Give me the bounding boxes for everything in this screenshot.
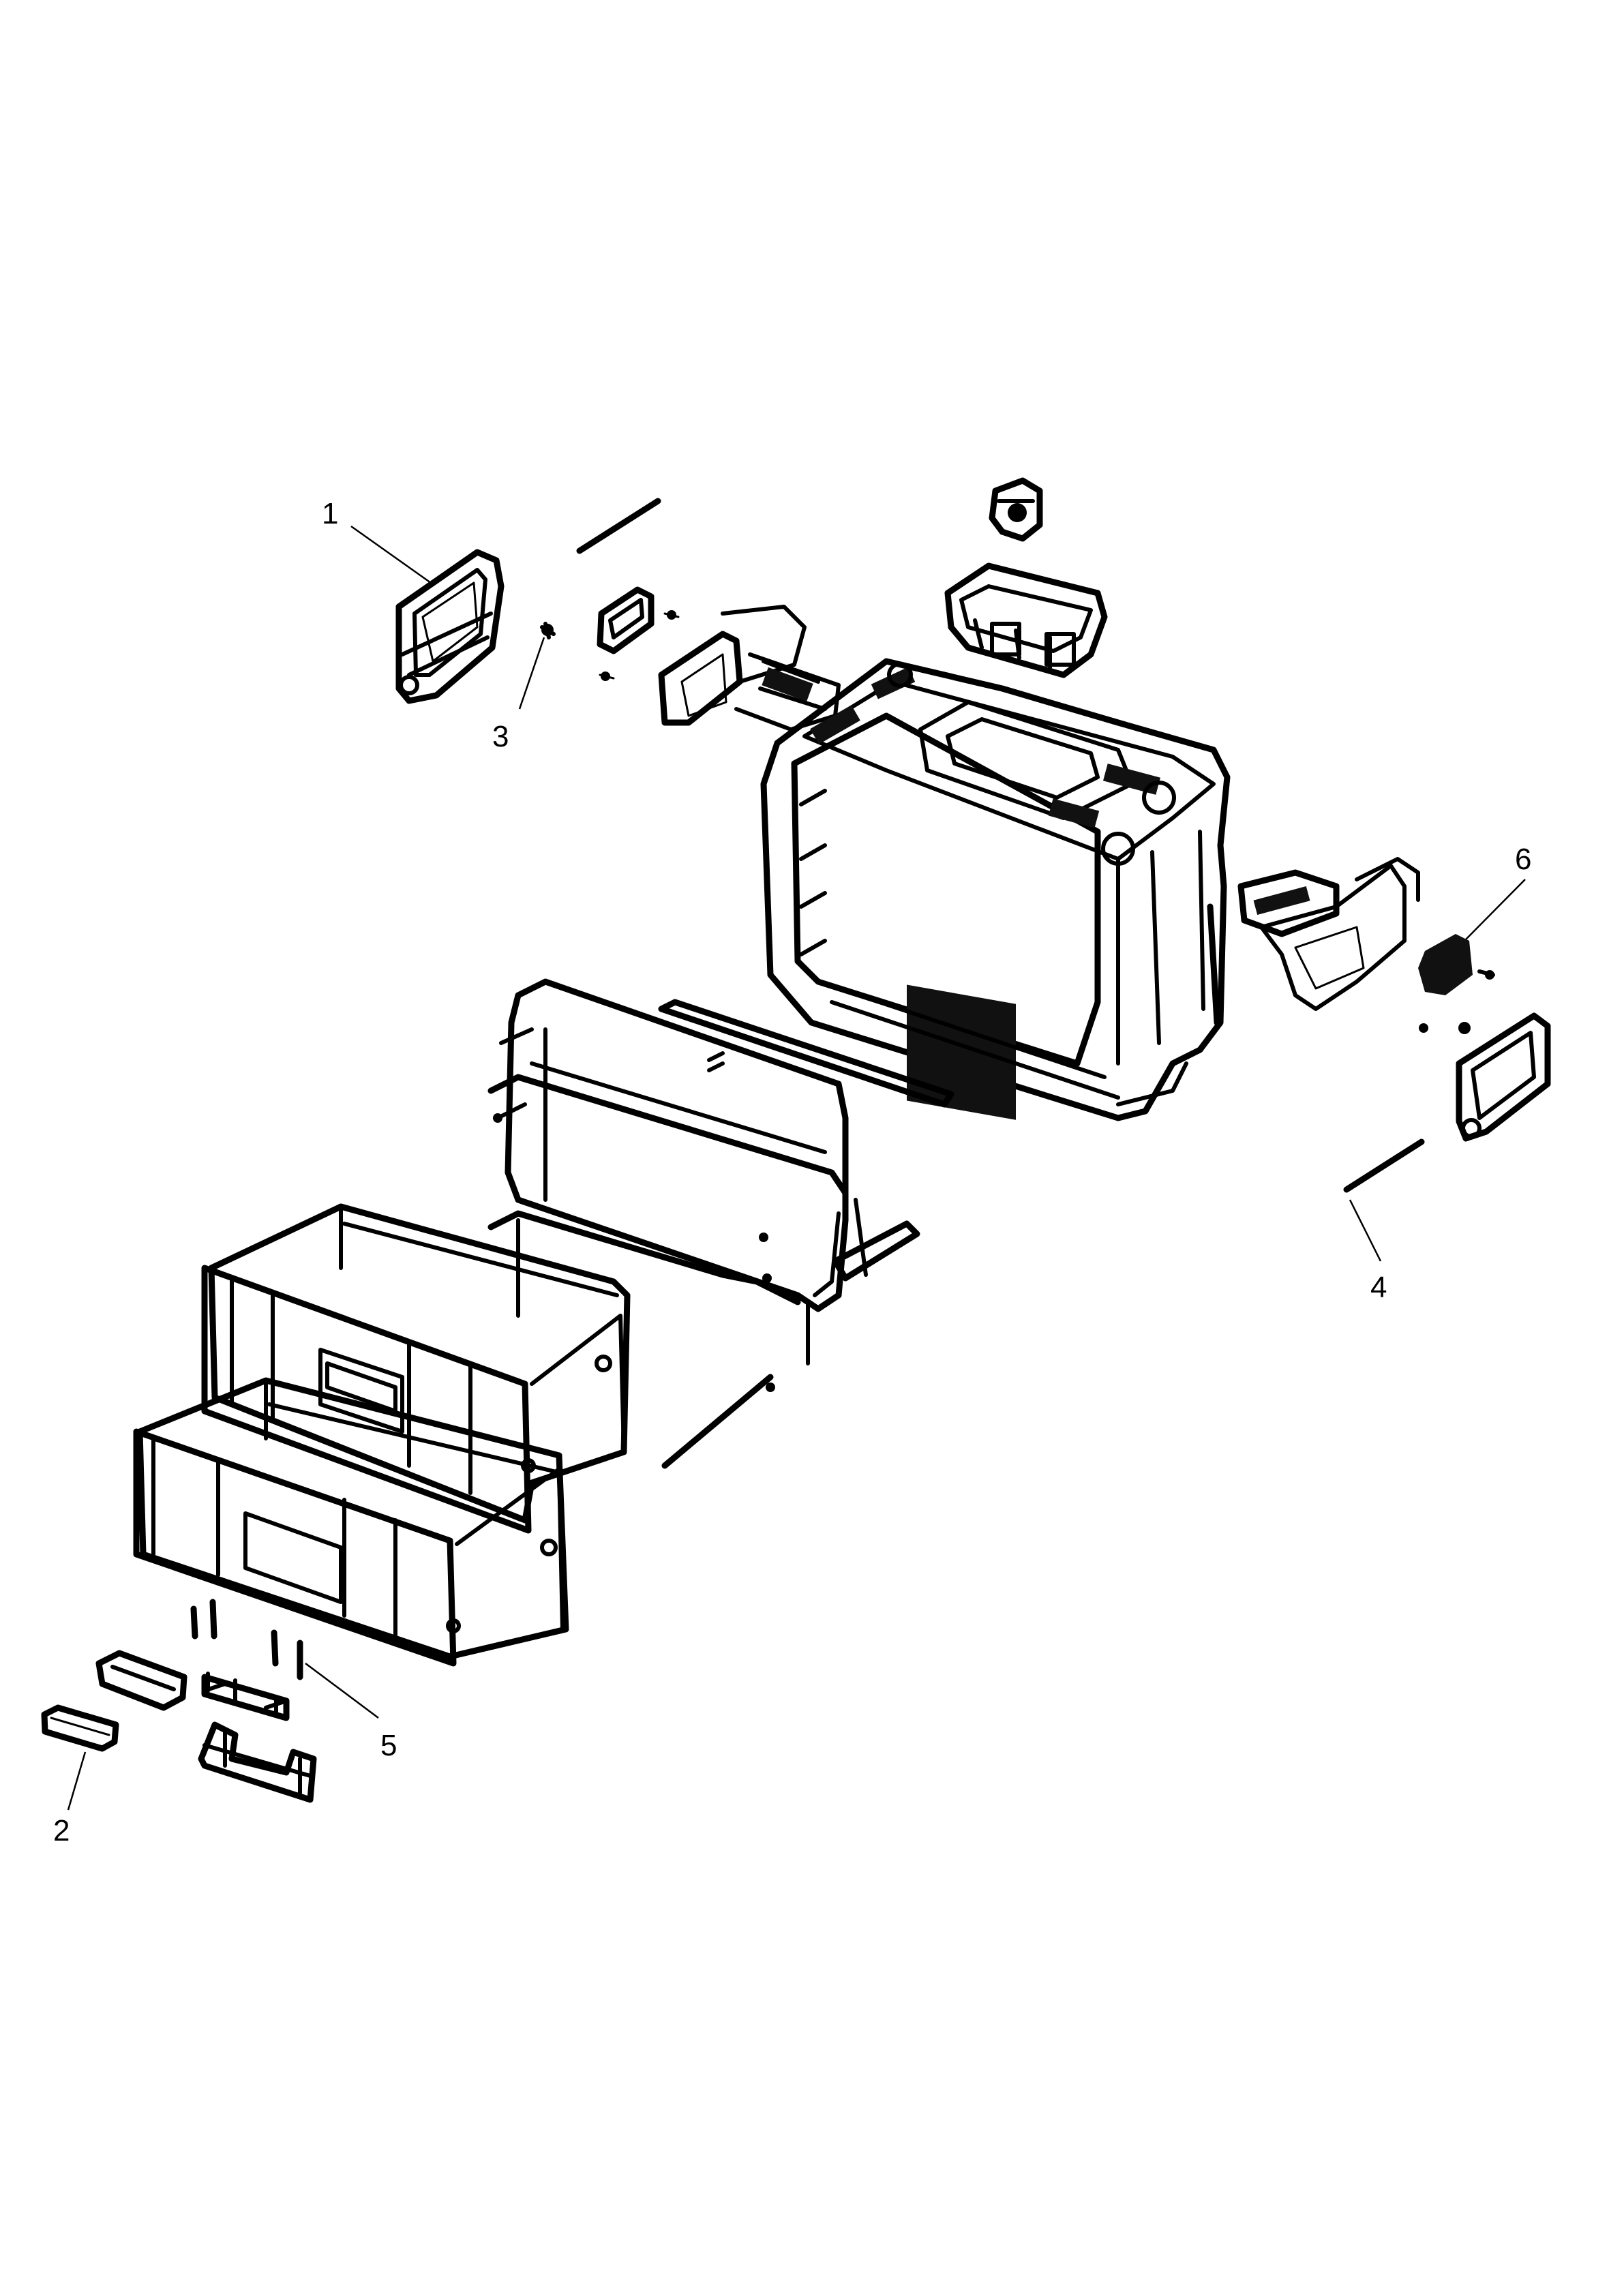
part-1-side-handle-left	[395, 549, 505, 704]
leader-5	[305, 1662, 379, 1719]
leader-2	[67, 1751, 87, 1811]
part-2-label-insert	[41, 1704, 119, 1752]
latch-assembly-right	[1237, 857, 1420, 1011]
hinge-bracket-upper	[201, 1672, 290, 1721]
part-6-cap	[1418, 934, 1495, 1034]
latch-assembly-left	[658, 605, 841, 731]
drawer-frame	[487, 978, 868, 1392]
hinge-bracket-lower	[198, 1721, 317, 1803]
leader-3	[518, 637, 545, 710]
callout-5: 5	[380, 1729, 397, 1762]
top-handle-bracket	[944, 562, 1108, 678]
callout-leaders	[67, 525, 1526, 1811]
callout-1: 1	[322, 497, 338, 530]
part-3-pin	[540, 498, 661, 639]
part-5-pins	[190, 1599, 303, 1680]
drawer-upper	[201, 1203, 631, 1534]
leader-6	[1465, 879, 1526, 940]
callout-4: 4	[1370, 1271, 1387, 1304]
drawer-handle-clip	[95, 1650, 187, 1711]
main-case-body	[760, 658, 1231, 1121]
part-4-rod	[1343, 1138, 1425, 1193]
callout-labels: 1 2 3 4 5 6	[53, 497, 1531, 1847]
drawer-lower	[133, 1377, 569, 1667]
leader-4	[1349, 1199, 1382, 1262]
callout-3: 3	[492, 720, 509, 753]
latch-bracket-left	[597, 586, 680, 681]
callout-2: 2	[53, 1814, 70, 1847]
callout-6: 6	[1515, 843, 1531, 876]
side-handle-right	[1456, 1012, 1551, 1142]
leader-1	[350, 525, 432, 584]
drawer-rails	[658, 999, 954, 1469]
top-clip	[989, 477, 1043, 542]
